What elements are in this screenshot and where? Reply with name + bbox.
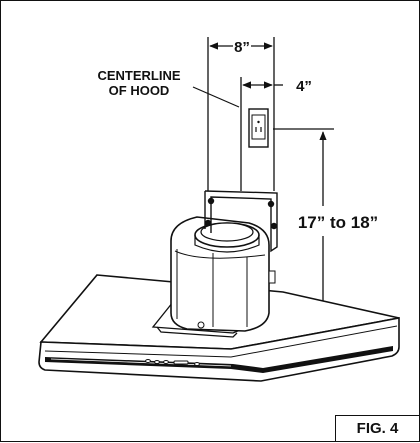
centerline-leader [192, 86, 240, 108]
electrical-outlet [248, 108, 269, 148]
centerline-label-line1: CENTERLINE [97, 68, 180, 83]
control-panel [145, 359, 200, 366]
figure-label-text: FIG. 4 [356, 420, 399, 437]
dim-width-outer-label: 8” [234, 39, 250, 56]
dim-height-label: 17” to 18” [298, 213, 378, 232]
mounting-bracket [204, 190, 278, 253]
centerline-label-line2: OF HOOD [109, 83, 170, 98]
figure-label: FIG. 4 [335, 415, 419, 441]
dim-width-inner-label: 4” [296, 78, 312, 95]
reference-lines [207, 37, 275, 191]
